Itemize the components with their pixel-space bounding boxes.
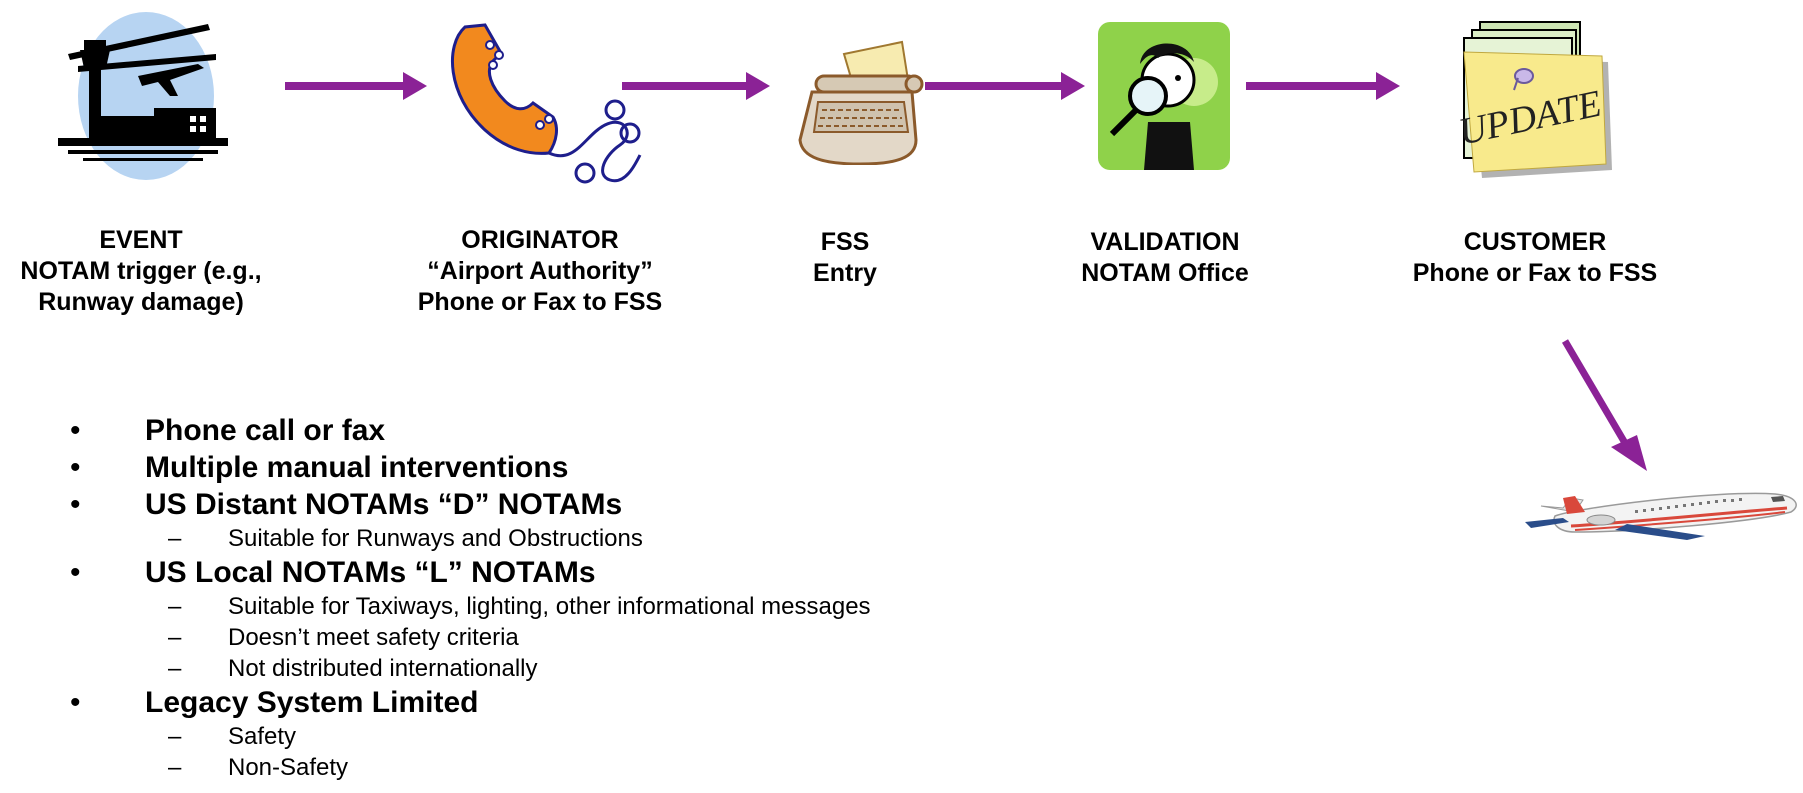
bullet-glyph: • — [70, 556, 81, 589]
sub-bullet-item: – Non-Safety — [70, 752, 871, 783]
dash-glyph: – — [168, 593, 182, 620]
step-label-line: ORIGINATOR — [461, 226, 619, 254]
step-label-customer: CUSTOMER Phone or Fax to FSS — [1380, 227, 1690, 289]
flow-arrow-event-to-originator — [285, 72, 427, 100]
step-label-line: Phone or Fax to FSS — [417, 288, 663, 316]
bullet-text: US Local NOTAMs “L” NOTAMs — [145, 556, 596, 589]
dash-glyph: – — [168, 723, 182, 750]
bullet-glyph: • — [70, 488, 81, 521]
step-label-line: VALIDATION — [1090, 228, 1240, 256]
sub-bullet-item: – Safety — [70, 721, 871, 752]
step-label-fss: FSS Entry — [765, 227, 925, 289]
flow-arrow-fss-to-validation — [925, 72, 1085, 100]
sub-bullet-item: – Suitable for Runways and Obstructions — [70, 523, 871, 554]
flow-arrow-customer-to-aircraft — [1561, 339, 1647, 471]
step-label-validation: VALIDATION NOTAM Office — [1050, 227, 1280, 289]
bullet-item: • US Local NOTAMs “L” NOTAMs — [70, 554, 871, 591]
bullet-text: Legacy System Limited — [145, 686, 479, 719]
step-label-line: CUSTOMER — [1463, 228, 1607, 256]
airplane-icon — [1525, 492, 1797, 540]
step-label-line: Phone or Fax to FSS — [1412, 259, 1658, 287]
update-note-icon: UPDATE — [1455, 21, 1612, 178]
dash-glyph: – — [168, 624, 182, 651]
step-label-event: EVENT NOTAM trigger (e.g., Runway damage… — [0, 225, 282, 318]
magnifier-person-icon — [1098, 22, 1230, 170]
step-label-line: EVENT — [99, 226, 183, 254]
bullet-glyph: • — [70, 414, 81, 447]
sub-bullet-text: Safety — [228, 723, 297, 750]
sub-bullet-text: Suitable for Taxiways, lighting, other i… — [228, 593, 871, 620]
step-label-originator: ORIGINATOR “Airport Authority” Phone or … — [395, 225, 685, 318]
dash-glyph: – — [168, 525, 182, 552]
bullet-list: • Phone call or fax • Multiple manual inte… — [70, 412, 871, 783]
step-label-line: NOTAM Office — [1081, 259, 1249, 287]
step-label-line: Entry — [813, 259, 877, 287]
step-label-line: “Airport Authority” — [427, 257, 653, 285]
sub-bullet-text: Doesn’t meet safety criteria — [228, 624, 519, 651]
step-label-line: Runway damage) — [38, 288, 244, 316]
bullet-text: Multiple manual interventions — [145, 451, 569, 484]
bullet-glyph: • — [70, 686, 81, 719]
sub-bullet-text: Suitable for Runways and Obstructions — [228, 525, 643, 552]
bullet-item: • Legacy System Limited — [70, 684, 871, 721]
bullet-item: • Multiple manual interventions — [70, 449, 871, 486]
sub-bullet-item: – Suitable for Taxiways, lighting, other … — [70, 591, 871, 622]
telephone-icon — [450, 23, 642, 184]
sub-bullet-item: – Not distributed internationally — [70, 653, 871, 684]
sub-bullet-text: Non-Safety — [228, 754, 349, 781]
flow-arrow-validation-to-customer — [1246, 72, 1400, 100]
sub-bullet-text: Not distributed internationally — [228, 655, 538, 682]
bullet-item: • Phone call or fax — [70, 412, 871, 449]
typewriter-icon — [798, 40, 924, 165]
control-tower-icon — [58, 12, 228, 180]
sub-bullet-item: – Doesn’t meet safety criteria — [70, 622, 871, 653]
flow-arrow-originator-to-fss — [622, 72, 770, 100]
bullet-text: Phone call or fax — [145, 414, 386, 447]
bullet-glyph: • — [70, 451, 81, 484]
step-label-line: NOTAM trigger (e.g., — [20, 257, 262, 285]
bullet-text: US Distant NOTAMs “D” NOTAMs — [145, 488, 623, 521]
bullet-item: • US Distant NOTAMs “D” NOTAMs — [70, 486, 871, 523]
step-label-line: FSS — [820, 228, 870, 256]
dash-glyph: – — [168, 754, 182, 781]
dash-glyph: – — [168, 655, 182, 682]
